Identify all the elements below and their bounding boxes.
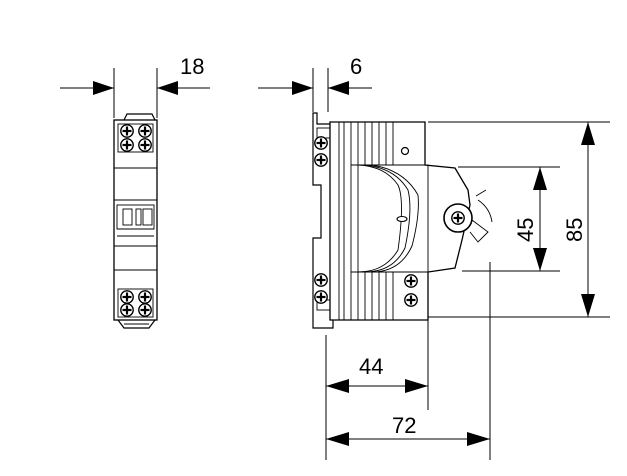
dimension-6: 6 [258,54,372,112]
screw-icon [403,273,419,289]
dimension-label-45: 45 [513,218,538,242]
dimension-85: 85 [428,121,610,318]
dimension-label-85: 85 [562,218,587,242]
screw-icon [137,289,153,305]
dimension-label-44: 44 [359,354,383,379]
screw-icon [119,289,135,305]
screw-icon [450,210,466,226]
dimension-18: 18 [60,54,210,118]
screw-icon [313,135,329,151]
front-view [113,113,158,329]
dimension-45: 45 [458,166,560,272]
screw-icon [137,137,153,153]
screw-icon [313,272,329,288]
dimension-label-18: 18 [180,54,204,79]
dimension-44: 44 [325,320,429,460]
screw-icon [137,302,153,318]
screw-icon [119,123,135,139]
screw-icon [313,289,329,305]
side-view [312,112,493,329]
dimension-72: 72 [326,262,491,460]
screw-icon [137,123,153,139]
screw-icon [119,302,135,318]
screw-icon [403,292,419,308]
dimension-label-6: 6 [350,54,362,79]
dimension-label-72: 72 [392,413,416,438]
screw-icon [313,152,329,168]
screw-icon [119,137,135,153]
